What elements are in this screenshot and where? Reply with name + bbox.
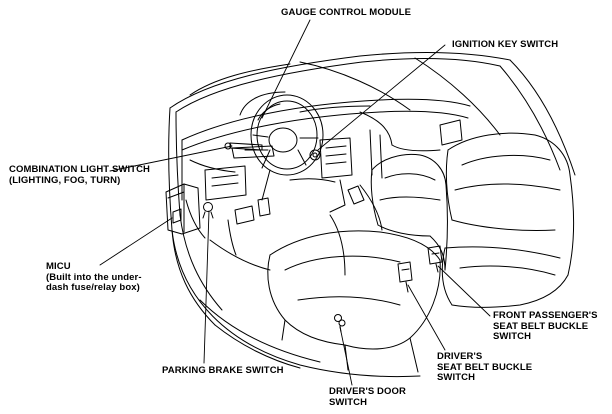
front-passenger-buckle-line3: SWITCH xyxy=(493,331,532,342)
drivers-door-switch-line1: DRIVER'S DOOR xyxy=(329,386,406,397)
drivers-door-switch-line2: SWITCH xyxy=(329,396,368,408)
drivers-seat xyxy=(267,153,448,373)
ignition-key-switch-label: IGNITION KEY SWITCH xyxy=(452,39,559,50)
driver-buckle-line1: DRIVER'S xyxy=(437,351,483,362)
combination-light-switch-line2: (LIGHTING, FOG, TURN) xyxy=(9,174,121,186)
leader-lines xyxy=(99,19,491,386)
front-passenger-buckle-label: FRONT PASSENGER'S SEAT BELT BUCKLE SWITC… xyxy=(493,310,598,343)
micu-line2: (Built into the under- xyxy=(46,271,142,283)
steering-wheel xyxy=(231,91,324,176)
driver-buckle-part xyxy=(397,261,413,293)
pedal-area xyxy=(209,169,271,271)
passenger-seat xyxy=(441,132,575,308)
driver-buckle-label: DRIVER'S SEAT BELT BUCKLE SWITCH xyxy=(437,351,533,384)
micu-line1: MICU xyxy=(46,261,71,272)
passenger-buckle-part xyxy=(427,245,443,273)
cabin-outline xyxy=(168,52,576,326)
front-passenger-buckle-line1: FRONT PASSENGER'S xyxy=(493,310,598,321)
door-opening xyxy=(171,214,421,378)
driver-buckle-line2: SEAT BELT BUCKLE xyxy=(437,361,533,373)
driver-buckle-line3: SWITCH xyxy=(437,372,476,383)
drivers-door-switch-part xyxy=(334,314,346,333)
gauge-control-module-label: GAUGE CONTROL MODULE xyxy=(281,7,412,18)
combination-light-switch-line1: COMBINATION LIGHT SWITCH xyxy=(9,164,151,175)
micu-label: MICU (Built into the under- dash fuse/re… xyxy=(46,261,142,294)
dashboard xyxy=(181,98,471,239)
front-passenger-buckle-line2: SEAT BELT BUCKLE xyxy=(493,320,589,332)
parking-brake-switch-label: PARKING BRAKE SWITCH xyxy=(162,365,284,376)
micu-box xyxy=(165,183,201,235)
micu-line3: dash fuse/relay box) xyxy=(46,282,140,293)
ignition-key-switch-part xyxy=(309,149,321,161)
center-console xyxy=(329,184,383,276)
drivers-door-switch-label: DRIVER'S DOOR SWITCH xyxy=(329,386,406,408)
parking-brake-switch-part xyxy=(202,202,214,219)
combination-light-switch-label: COMBINATION LIGHT SWITCH (LIGHTING, FOG,… xyxy=(9,164,151,186)
